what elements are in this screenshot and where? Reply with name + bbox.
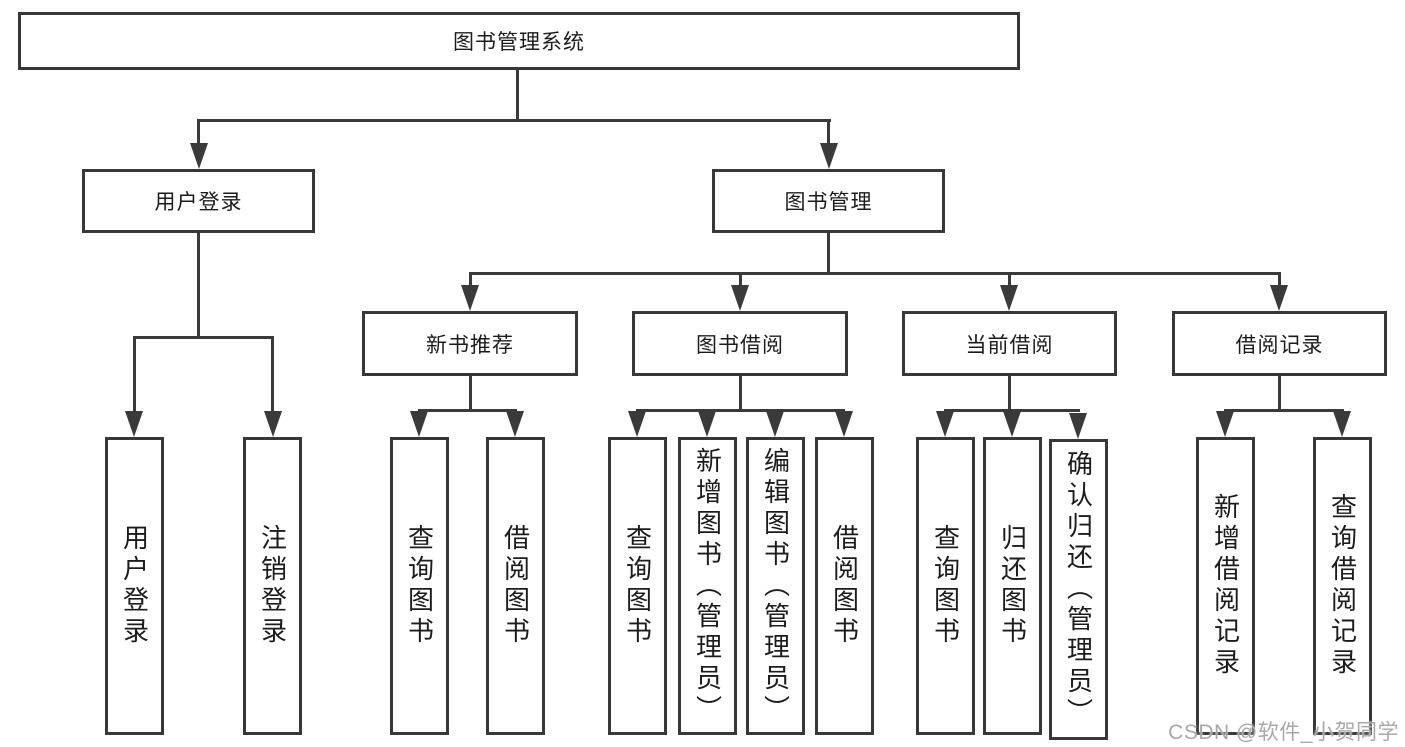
- leaf-label: 借阅图书: [829, 524, 860, 648]
- leaf-label: 归还图书: [997, 524, 1028, 648]
- leaf-logout: 注销登录: [243, 437, 302, 735]
- arrow-down-icon: [190, 143, 208, 169]
- connector-branch-rail: [469, 272, 1281, 275]
- leaf-label: 确认归还（管理员）: [1063, 450, 1094, 729]
- leaf-label: 编辑图书（管理员）: [760, 446, 791, 726]
- connector-root-stem: [516, 70, 519, 119]
- leaf-confirm-return-admin: 确认归还（管理员）: [1049, 439, 1108, 740]
- arrow-down-icon: [835, 411, 853, 437]
- connector-drop: [739, 272, 742, 287]
- leaf-borrow-books-2: 借阅图书: [815, 437, 874, 735]
- arrow-down-icon: [628, 411, 646, 437]
- node-new-book-recommend: 新书推荐: [362, 311, 578, 376]
- leaf-label: 查询图书: [622, 524, 653, 648]
- connector-root-rail: [197, 119, 831, 122]
- arrow-down-icon: [264, 411, 282, 437]
- node-label: 图书借阅: [696, 333, 784, 357]
- leaf-label: 用户登录: [119, 524, 150, 648]
- connector-drop: [827, 119, 830, 147]
- connector-group-stem: [1008, 376, 1011, 409]
- arrow-down-icon: [731, 285, 749, 311]
- leaf-add-borrow-record: 新增借阅记录: [1196, 437, 1255, 735]
- node-label: 借阅记录: [1235, 333, 1324, 357]
- node-label: 当前借阅: [965, 333, 1054, 357]
- connector-group-rail: [636, 409, 845, 412]
- arrow-down-icon: [820, 143, 838, 169]
- leaf-query-books-3: 查询图书: [916, 437, 975, 735]
- connector-branch-rail: [133, 336, 274, 339]
- arrow-down-icon: [1216, 411, 1234, 437]
- node-label: 用户登录: [154, 191, 243, 214]
- node-label: 新书推荐: [426, 333, 514, 357]
- node-book-borrow: 图书借阅: [632, 311, 848, 376]
- leaf-label: 借阅图书: [500, 524, 531, 648]
- connector-group-rail: [944, 409, 1080, 412]
- leaf-label: 查询图书: [930, 524, 961, 648]
- connector-drop: [469, 272, 472, 287]
- arrow-down-icon: [410, 411, 428, 437]
- leaf-user-login: 用户登录: [105, 437, 164, 735]
- connector-drop: [197, 119, 200, 147]
- arrow-down-icon: [461, 285, 479, 311]
- arrow-down-icon: [1000, 285, 1018, 311]
- node-root-label: 图书管理系统: [453, 31, 585, 54]
- arrow-down-icon: [506, 411, 524, 437]
- connector-group-stem: [1278, 376, 1281, 409]
- node-root-library-system: 图书管理系统: [18, 12, 1020, 70]
- node-borrow-records: 借阅记录: [1172, 311, 1387, 376]
- leaf-label: 注销登录: [257, 524, 288, 648]
- connector-group-rail: [1224, 409, 1344, 412]
- leaf-return-books: 归还图书: [983, 437, 1042, 735]
- node-label: 图书管理: [784, 191, 873, 214]
- connector-drop: [271, 336, 274, 413]
- leaf-label: 新增图书（管理员）: [692, 446, 723, 726]
- arrow-down-icon: [1333, 411, 1351, 437]
- leaf-label: 查询图书: [404, 524, 435, 648]
- arrow-down-icon: [698, 411, 716, 437]
- csdn-watermark: CSDN @软件_小贺同学: [1168, 721, 1399, 744]
- leaf-query-books-2: 查询图书: [608, 437, 667, 735]
- node-current-borrow: 当前借阅: [902, 311, 1117, 376]
- leaf-label: 查询借阅记录: [1327, 493, 1358, 679]
- leaf-query-borrow-record: 查询借阅记录: [1313, 437, 1372, 735]
- leaf-label: 新增借阅记录: [1210, 493, 1241, 679]
- connector-group-rail: [418, 409, 517, 412]
- connector-drop: [1008, 272, 1011, 287]
- arrow-down-icon: [936, 411, 954, 437]
- connector-drop: [1278, 272, 1281, 287]
- arrow-down-icon: [125, 411, 143, 437]
- connector-drop: [133, 336, 136, 413]
- leaf-add-books-admin: 新增图书（管理员）: [678, 437, 737, 735]
- node-user-login-branch: 用户登录: [82, 169, 315, 233]
- arrow-down-icon: [1069, 413, 1087, 439]
- connector-branch-stem: [827, 233, 830, 272]
- arrow-down-icon: [1270, 285, 1288, 311]
- arrow-down-icon: [1003, 411, 1021, 437]
- node-book-management-branch: 图书管理: [712, 169, 945, 233]
- arrow-down-icon: [766, 411, 784, 437]
- leaf-query-books-1: 查询图书: [390, 437, 449, 735]
- connector-branch-stem: [197, 233, 200, 336]
- leaf-borrow-books-1: 借阅图书: [486, 437, 545, 735]
- leaf-edit-books-admin: 编辑图书（管理员）: [746, 437, 805, 735]
- connector-group-stem: [739, 376, 742, 409]
- connector-group-stem: [469, 376, 472, 409]
